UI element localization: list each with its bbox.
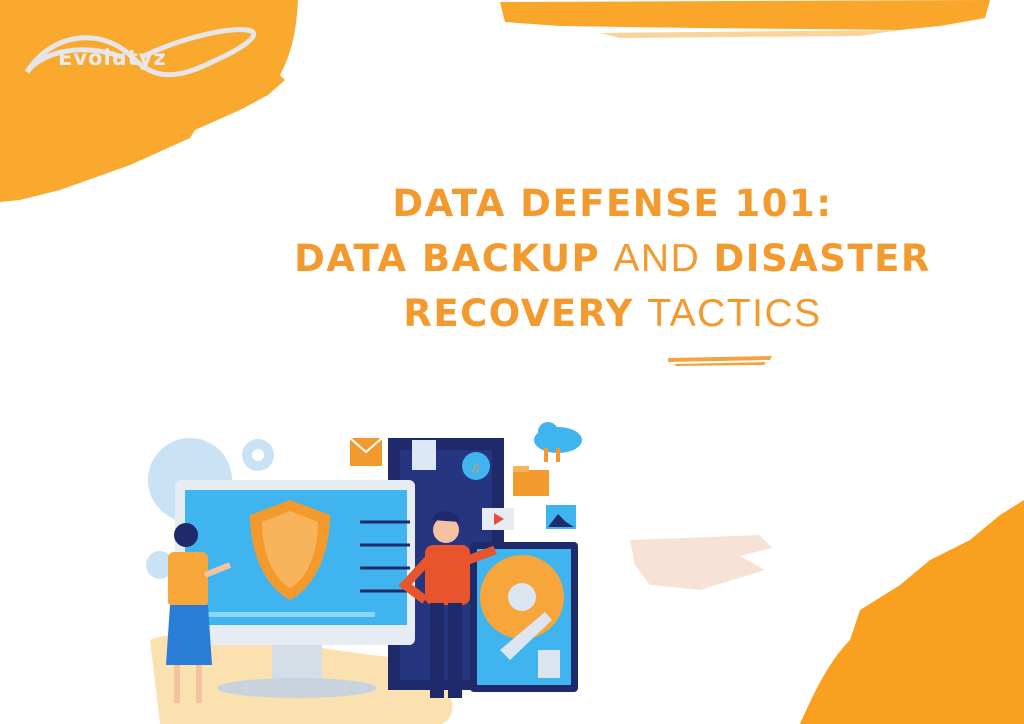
logo-swoosh-icon	[24, 27, 256, 78]
monitor	[175, 480, 415, 698]
folder-icon	[513, 466, 549, 496]
faint-brush	[630, 535, 772, 590]
cloud-icon	[534, 422, 582, 462]
page-title: DATA DEFENSE 101: DATA BACKUP AND DISAST…	[250, 176, 975, 341]
title-light-and: AND	[613, 237, 701, 280]
brand-logo: Evolutyz	[58, 46, 167, 70]
title-bold-data-backup: DATA BACKUP	[294, 237, 601, 280]
bottom-right-brush	[800, 500, 1024, 724]
title-bold-disaster: DISASTER	[713, 237, 931, 280]
arrow-icons	[360, 520, 410, 593]
envelope-icon	[349, 437, 383, 466]
music-icon: ♫	[462, 452, 490, 480]
woman-figure	[166, 523, 232, 703]
svg-text:♫: ♫	[470, 459, 481, 475]
top-brush-stroke	[500, 0, 990, 30]
title-bold-recovery: RECOVERY	[403, 292, 634, 335]
man-figure	[398, 511, 497, 698]
video-icon	[482, 508, 514, 530]
title-line-1: DATA DEFENSE 101:	[392, 182, 833, 225]
title-light-tactics: TACTICS	[647, 292, 822, 335]
image-icon	[546, 505, 576, 529]
underline-stroke	[668, 356, 772, 366]
top-brush-thin	[600, 30, 900, 38]
hard-drive	[470, 542, 578, 692]
